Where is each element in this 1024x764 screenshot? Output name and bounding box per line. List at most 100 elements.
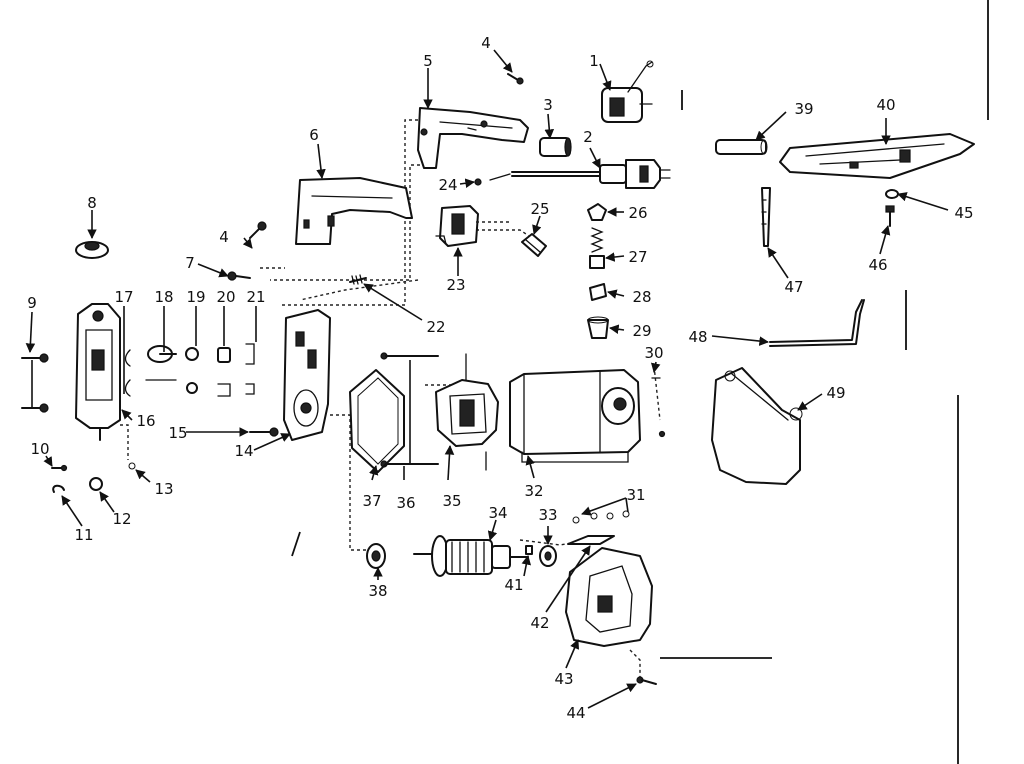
callout-18: 18 bbox=[154, 288, 173, 306]
part-washer-45 bbox=[885, 189, 899, 199]
callout-9: 9 bbox=[27, 294, 37, 312]
callout-labels: 1 2 3 4 4 5 6 7 8 9 10 11 12 13 14 15 16… bbox=[27, 34, 973, 722]
callout-20: 20 bbox=[216, 288, 235, 306]
callout-6: 6 bbox=[309, 126, 319, 144]
callout-45: 45 bbox=[954, 204, 973, 222]
callout-38: 38 bbox=[368, 582, 387, 600]
part-pin bbox=[715, 139, 768, 155]
part-knob bbox=[75, 241, 109, 259]
callout-17: 17 bbox=[114, 288, 133, 306]
callout-23: 23 bbox=[446, 276, 465, 294]
part-cap-12 bbox=[89, 477, 103, 491]
part-gasket bbox=[567, 535, 615, 545]
callout-34: 34 bbox=[488, 504, 507, 522]
part-brush bbox=[589, 283, 607, 301]
part-screw-22 bbox=[349, 274, 367, 285]
part-screw-9 bbox=[21, 353, 49, 413]
part-screw-46 bbox=[885, 205, 895, 227]
part-screw-30 bbox=[651, 365, 666, 438]
part-hex-wrench bbox=[769, 299, 865, 347]
part-screw-24 bbox=[474, 173, 511, 186]
callout-41: 41 bbox=[504, 576, 523, 594]
callout-7: 7 bbox=[185, 254, 195, 272]
part-screw-10 bbox=[51, 464, 68, 472]
callout-35: 35 bbox=[442, 492, 461, 510]
leader-lines bbox=[25, 49, 949, 709]
callout-21: 21 bbox=[246, 288, 265, 306]
part-screw-15 bbox=[249, 427, 279, 437]
callout-26: 26 bbox=[628, 204, 647, 222]
callout-39: 39 bbox=[794, 100, 813, 118]
callout-22: 22 bbox=[426, 318, 445, 336]
callout-28: 28 bbox=[632, 288, 651, 306]
callout-4a: 4 bbox=[481, 34, 491, 52]
part-key bbox=[525, 545, 533, 555]
part-21 bbox=[245, 343, 255, 395]
callout-33: 33 bbox=[538, 506, 557, 524]
part-switch bbox=[601, 60, 654, 123]
part-13 bbox=[128, 462, 136, 470]
part-handle-half-right bbox=[417, 107, 529, 169]
callout-43: 43 bbox=[554, 670, 573, 688]
callout-44: 44 bbox=[566, 704, 585, 722]
callout-24: 24 bbox=[438, 176, 457, 194]
part-bearing-33 bbox=[539, 545, 557, 567]
part-field bbox=[435, 353, 499, 471]
callout-47: 47 bbox=[784, 278, 803, 296]
part-bushing bbox=[539, 137, 572, 157]
part-gear-housing bbox=[283, 309, 331, 441]
callout-36: 36 bbox=[396, 494, 415, 512]
callout-4b: 4 bbox=[219, 228, 229, 246]
callout-32: 32 bbox=[524, 482, 543, 500]
frame-rules bbox=[291, 0, 989, 764]
part-terminal-block bbox=[435, 205, 512, 247]
part-18 bbox=[145, 345, 177, 381]
part-cap-26 bbox=[587, 203, 607, 221]
part-screw-left bbox=[249, 221, 267, 239]
callout-29: 29 bbox=[632, 322, 651, 340]
callout-1: 1 bbox=[589, 52, 599, 70]
callout-14: 14 bbox=[234, 442, 253, 460]
part-brush-holder bbox=[587, 316, 609, 339]
callout-2: 2 bbox=[583, 128, 593, 146]
part-clip-11 bbox=[52, 484, 65, 493]
callout-48: 48 bbox=[688, 328, 707, 346]
part-baffle bbox=[349, 369, 405, 473]
part-17 bbox=[124, 349, 131, 397]
callout-12: 12 bbox=[112, 510, 131, 528]
part-bearing-38 bbox=[366, 543, 386, 569]
part-screws-36 bbox=[380, 352, 439, 468]
part-wire-nut bbox=[521, 233, 547, 257]
callout-42: 42 bbox=[530, 614, 549, 632]
part-handle-half-left bbox=[295, 177, 413, 245]
callout-10: 10 bbox=[30, 440, 49, 458]
part-screw-upper bbox=[507, 73, 524, 85]
callout-30: 30 bbox=[644, 344, 663, 362]
part-20 bbox=[217, 347, 231, 397]
callout-40: 40 bbox=[876, 96, 895, 114]
callout-13: 13 bbox=[154, 480, 173, 498]
callout-3: 3 bbox=[543, 96, 553, 114]
part-base-plate bbox=[779, 133, 975, 179]
part-armature bbox=[413, 535, 529, 577]
part-screw-7 bbox=[227, 271, 251, 281]
callout-46: 46 bbox=[868, 256, 887, 274]
part-end-cap bbox=[565, 547, 653, 647]
callout-19: 19 bbox=[186, 288, 205, 306]
part-cord-plug bbox=[511, 159, 671, 189]
part-screw-44 bbox=[636, 676, 657, 685]
part-blade bbox=[761, 187, 771, 247]
callout-31: 31 bbox=[626, 486, 645, 504]
part-guard bbox=[711, 367, 803, 485]
callout-16: 16 bbox=[136, 412, 155, 430]
callout-27: 27 bbox=[628, 248, 647, 266]
part-motor-housing bbox=[509, 369, 641, 463]
callout-5: 5 bbox=[423, 52, 433, 70]
part-side-cover bbox=[75, 303, 121, 441]
part-screws-31 bbox=[572, 510, 630, 524]
callout-37: 37 bbox=[362, 492, 381, 510]
callout-49: 49 bbox=[826, 384, 845, 402]
part-spring bbox=[589, 227, 605, 269]
callout-25: 25 bbox=[530, 200, 549, 218]
